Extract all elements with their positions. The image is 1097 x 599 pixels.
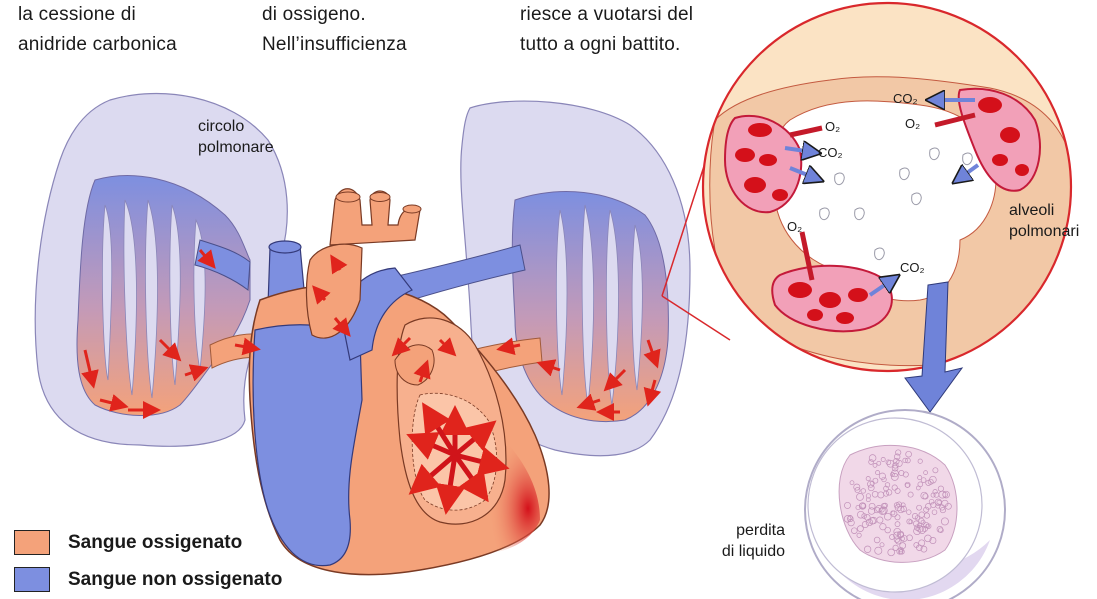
gas-label-co2: CO₂: [900, 257, 925, 278]
legend-item-deoxygenated: Sangue non ossigenato: [14, 567, 282, 592]
legend-item-oxygenated: Sangue ossigenato: [14, 530, 242, 555]
fluid-loss-circle: [805, 410, 1005, 599]
legend-swatch: [14, 530, 50, 555]
label-line: polmonari: [1009, 221, 1079, 242]
gas-label-co2: CO₂: [893, 88, 918, 109]
gas-label-o2: O₂: [825, 116, 840, 137]
label-pulmonary-circuit: circolo polmonare: [198, 116, 274, 158]
label-fluid-loss: perdita di liquido: [705, 520, 785, 562]
legend-swatch: [14, 567, 50, 592]
label-alveoli: alveoli polmonari: [1009, 200, 1079, 242]
label-line: alveoli: [1009, 200, 1079, 221]
label-line: circolo: [198, 116, 274, 137]
gas-label-o2: O₂: [905, 113, 920, 134]
alveoli-zoom: [703, 3, 1075, 371]
legend-label: Sangue ossigenato: [68, 532, 242, 554]
label-line: polmonare: [198, 137, 274, 158]
right-heart-chambers: [253, 325, 362, 566]
gas-label-co2: CO₂: [818, 142, 843, 163]
label-line: di liquido: [705, 541, 785, 562]
gas-label-o2: O₂: [787, 216, 802, 237]
legend-label: Sangue non ossigenato: [68, 569, 282, 591]
label-line: perdita: [705, 520, 785, 541]
